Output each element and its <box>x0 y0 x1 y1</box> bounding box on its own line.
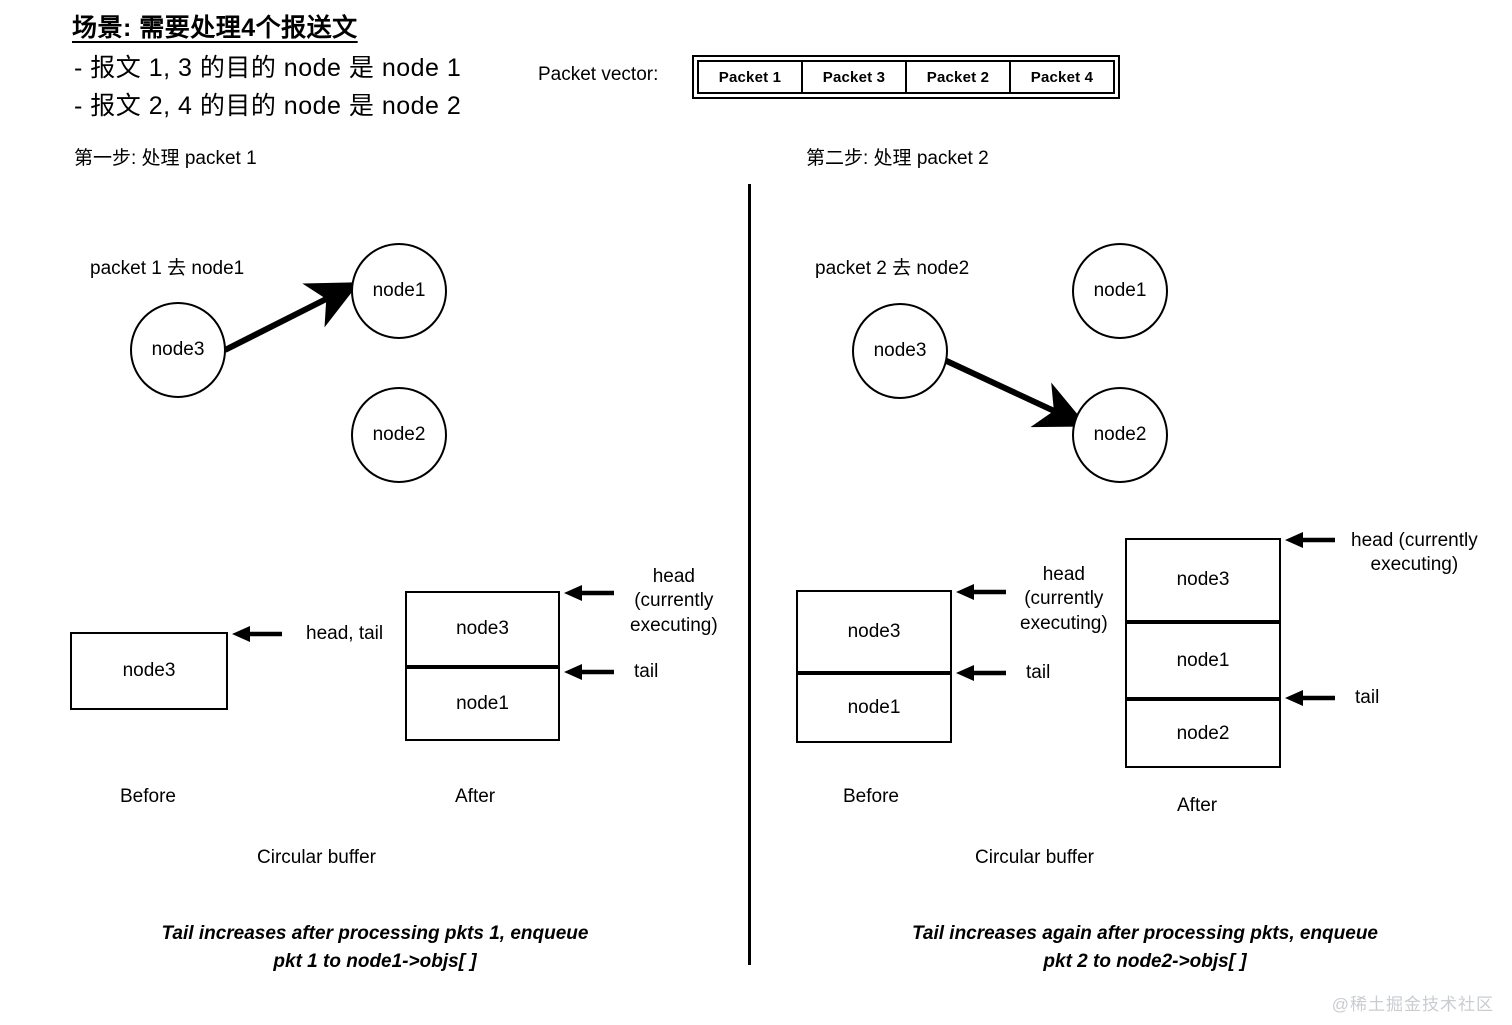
step-header-left: 第一步: 处理 packet 1 <box>74 148 257 169</box>
left-arrow-node3-to-node1 <box>223 282 360 353</box>
right-after-head-annotation: head (currently executing) <box>1283 530 1478 578</box>
buffer-slot: node1 <box>407 665 558 739</box>
panel-divider <box>748 184 751 965</box>
annotation-label: tail <box>634 661 659 682</box>
scenario-bullet-2: - 报文 2, 4 的目的 node 是 node 2 <box>74 92 462 120</box>
annotation-label: head, tail <box>306 623 384 644</box>
node-label: node2 <box>372 424 426 445</box>
annotation-label: tail <box>1026 662 1051 683</box>
left-caption: Tail increases after processing pkts 1, … <box>161 923 589 972</box>
buffer-slot: node3 <box>1176 569 1230 590</box>
buffer-slot: node3 <box>122 660 176 681</box>
arrow-left-icon <box>1285 690 1335 707</box>
buffer-slot: node3 <box>847 620 901 642</box>
scenario-bullet-1: - 报文 1, 3 的目的 node 是 node 1 <box>74 54 462 82</box>
node-label: node2 <box>1093 424 1147 445</box>
left-before-label: Before <box>120 786 176 807</box>
right-caption: Tail increases again after processing pk… <box>911 923 1379 972</box>
left-after-tail-annotation: tail <box>562 660 658 684</box>
left-after-buffer: node3 node1 <box>405 591 560 741</box>
scenario-title: 场景: 需要处理4个报送文 <box>72 14 358 42</box>
node-label: node1 <box>1093 280 1147 301</box>
packet-vector-cell: Packet 2 <box>905 60 1011 94</box>
arrow-left-icon <box>564 664 614 681</box>
left-node-node1: node1 <box>351 243 447 339</box>
arrow-left-icon <box>564 585 614 601</box>
packet-vector: Packet 1 Packet 3 Packet 2 Packet 4 <box>692 55 1120 99</box>
left-node-node3: node3 <box>130 302 226 398</box>
buffer-slot: node2 <box>1127 697 1279 766</box>
left-after-label: After <box>455 786 496 807</box>
left-node-node2: node2 <box>351 387 447 483</box>
right-after-tail-annotation: tail <box>1283 686 1379 710</box>
annotation-label: head (currently executing) <box>1020 564 1108 634</box>
step-header-right: 第二步: 处理 packet 2 <box>806 148 989 169</box>
right-node-node2: node2 <box>1072 387 1168 483</box>
left-graph-caption: packet 1 去 node1 <box>90 258 245 279</box>
node-label: node3 <box>151 339 205 360</box>
buffer-slot: node3 <box>456 618 509 639</box>
right-graph-caption: packet 2 去 node2 <box>815 258 970 279</box>
right-circular-buffer-label: Circular buffer <box>975 847 1094 868</box>
right-before-label: Before <box>843 786 899 807</box>
arrow-left-icon <box>956 665 1006 682</box>
right-arrow-node3-to-node2 <box>936 354 1088 428</box>
arrow-left-icon <box>956 584 1006 600</box>
right-before-head-annotation: head (currently executing) <box>954 564 1108 636</box>
right-node-node1: node1 <box>1072 243 1168 339</box>
arrow-left-icon <box>232 626 282 643</box>
annotation-label: head (currently executing) <box>630 566 718 636</box>
packet-vector-cell: Packet 4 <box>1009 60 1115 94</box>
right-before-buffer: node3 node1 <box>796 590 952 743</box>
annotation-label: head (currently executing) <box>1351 530 1478 576</box>
node-label: node3 <box>873 340 927 361</box>
buffer-slot: node1 <box>1127 620 1279 697</box>
right-after-label: After <box>1177 795 1218 816</box>
arrow-left-icon <box>1285 532 1335 548</box>
left-before-head-tail-annotation: head, tail <box>230 622 383 646</box>
left-circular-buffer-label: Circular buffer <box>257 847 376 868</box>
annotation-label: tail <box>1355 687 1380 708</box>
right-before-tail-annotation: tail <box>954 661 1050 685</box>
left-after-head-annotation: head (currently executing) <box>562 566 718 638</box>
left-before-buffer: node3 <box>70 632 228 710</box>
packet-vector-label: Packet vector: <box>538 64 659 85</box>
packet-vector-cell: Packet 1 <box>697 60 803 94</box>
watermark: @稀土掘金技术社区 <box>1331 995 1494 1014</box>
node-label: node1 <box>372 280 426 301</box>
right-after-buffer: node3 node1 node2 <box>1125 538 1281 768</box>
buffer-slot: node1 <box>798 671 950 741</box>
packet-vector-cell: Packet 3 <box>801 60 907 94</box>
right-node-node3: node3 <box>852 303 948 399</box>
